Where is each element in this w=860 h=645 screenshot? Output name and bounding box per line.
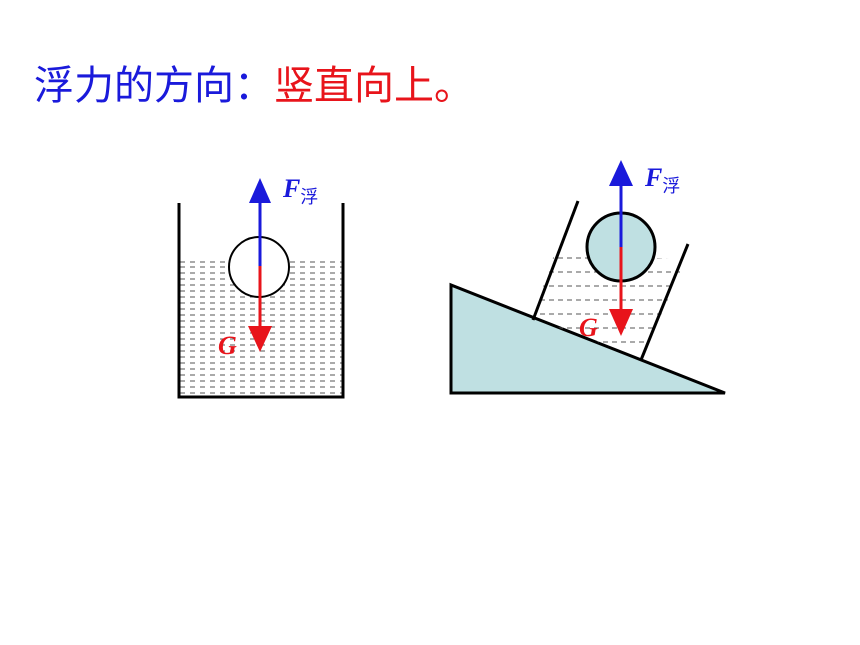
title-prefix: 浮力的方向： — [34, 63, 274, 109]
buoyancy-arrowhead-right — [609, 160, 633, 186]
buoyancy-label-right: F浮 — [644, 163, 680, 197]
buoyancy-arrowhead — [249, 178, 271, 203]
left-figure: F浮 G — [177, 174, 345, 399]
right-figure: F浮 G — [449, 160, 726, 395]
tube-left-wall — [531, 200, 580, 321]
beaker-wall — [177, 203, 345, 399]
gravity-arrowhead — [248, 326, 272, 352]
gravity-arrowhead-right — [609, 309, 633, 336]
slide-title: 浮力的方向：竖直向上。 — [34, 58, 474, 114]
title-emphasis: 竖直向上。 — [274, 63, 474, 109]
tube-right-wall — [639, 243, 690, 361]
gravity-label-left: G — [218, 331, 237, 360]
buoyancy-label-left: F浮 — [282, 174, 318, 208]
gravity-label-right: G — [579, 313, 598, 342]
incline-block — [449, 282, 726, 395]
